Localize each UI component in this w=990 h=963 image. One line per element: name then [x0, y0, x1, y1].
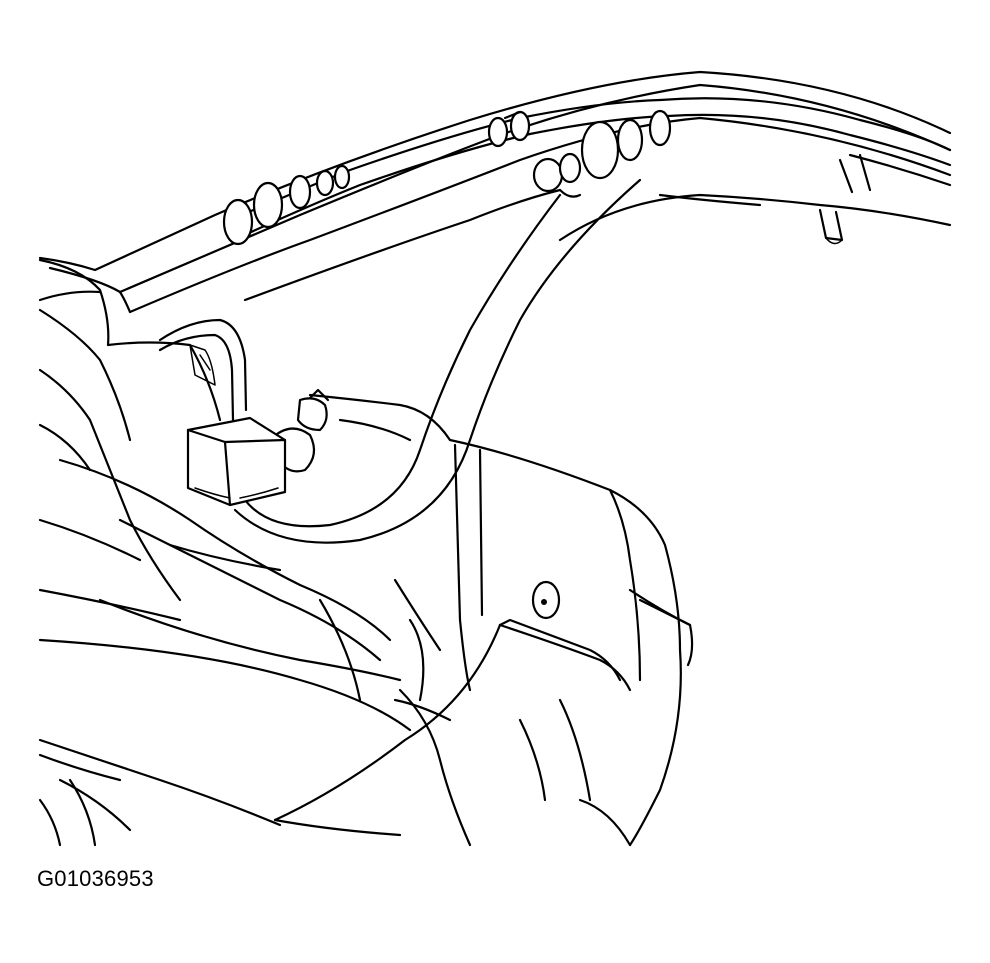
vent-hose	[233, 178, 762, 544]
hose-clamp	[268, 388, 330, 473]
quick-connector-center	[487, 110, 531, 148]
fuel-tank-line-illustration	[38, 70, 952, 847]
figure-id-label: G01036953	[37, 866, 154, 891]
frame-rail	[38, 70, 952, 314]
fuel-tank	[38, 258, 694, 847]
hose-loop	[158, 318, 248, 422]
quick-connector-right	[532, 109, 672, 198]
mounting-grommet	[531, 580, 561, 620]
quick-connector-left	[222, 164, 351, 246]
evap-box	[186, 416, 287, 507]
